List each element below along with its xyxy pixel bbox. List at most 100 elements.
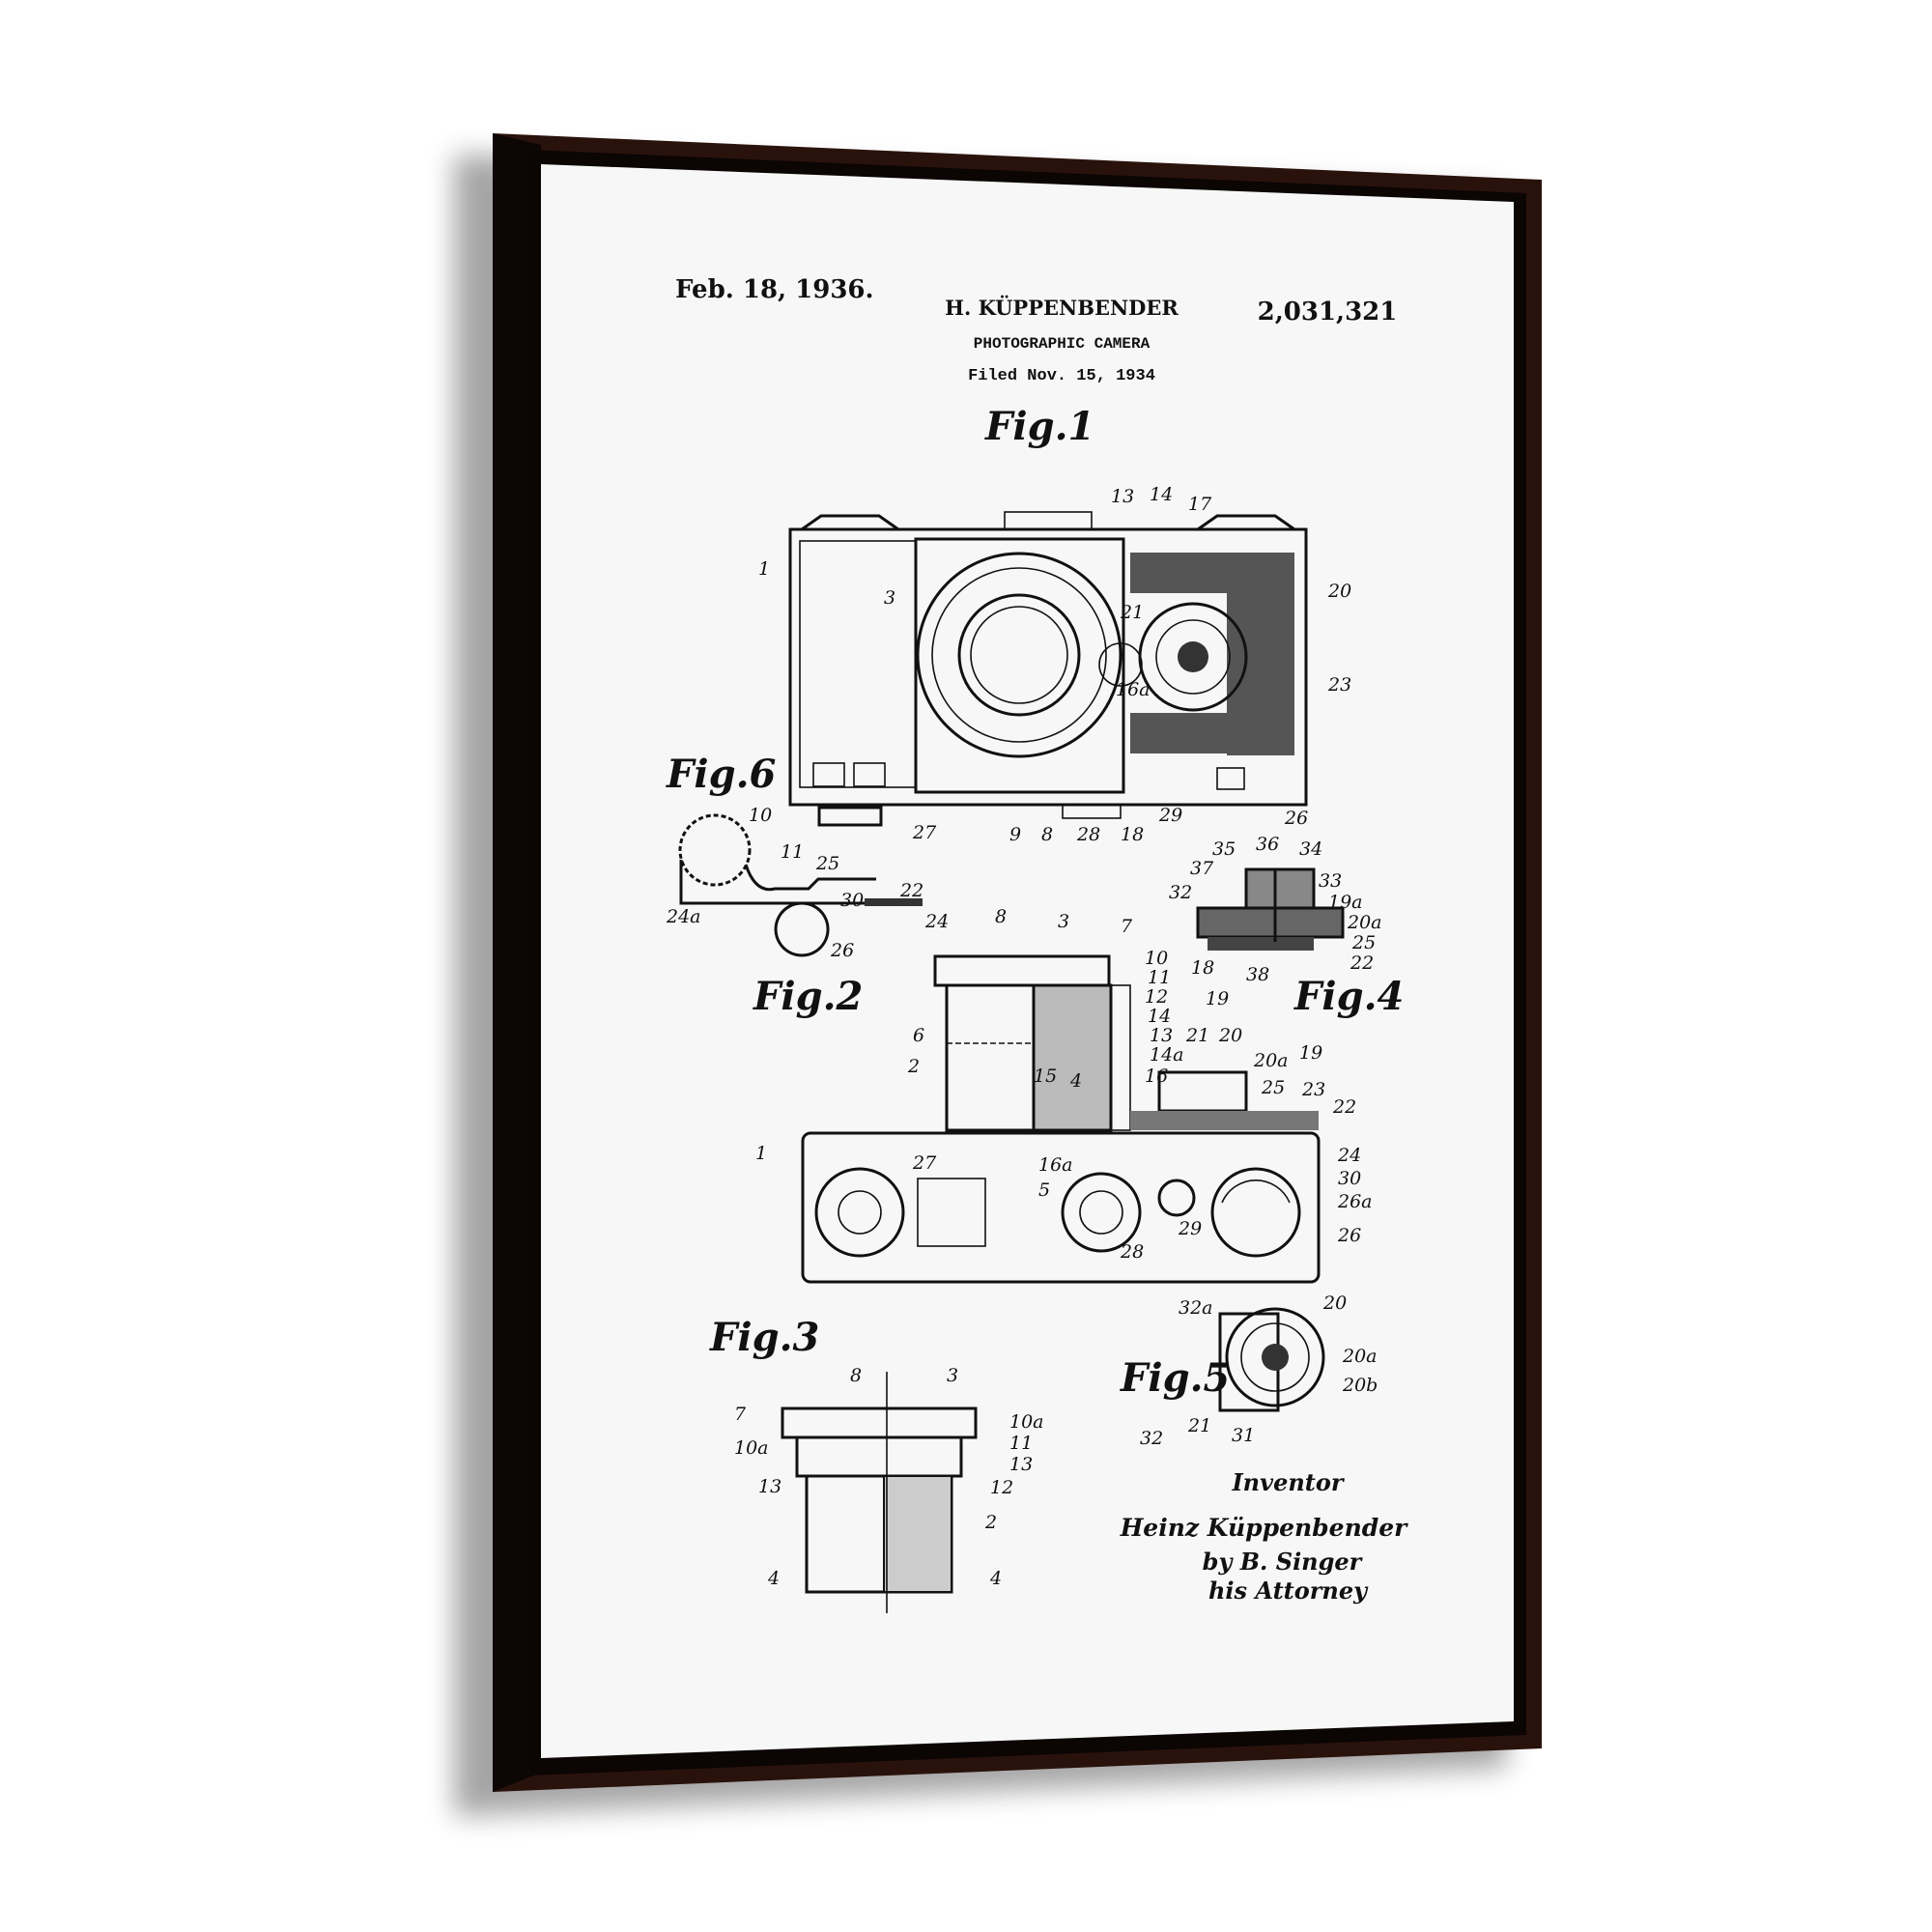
part-number-label: 26 [1284, 808, 1308, 829]
part-number-label: 10 [749, 805, 772, 826]
part-number-label: 2 [984, 1512, 997, 1533]
part-number-label: 36 [1256, 834, 1279, 855]
part-number-label: 30 [1338, 1168, 1361, 1189]
part-number-label: 20 [1218, 1025, 1242, 1046]
part-number-label: 4 [1069, 1070, 1082, 1092]
part-number-label: 10a [1009, 1411, 1044, 1433]
part-number-label: 19 [1206, 988, 1229, 1009]
part-number-label: 8 [850, 1365, 862, 1386]
part-number-label: 27 [912, 822, 937, 843]
part-number-label: 20b [1342, 1375, 1378, 1396]
part-number-label: 16 [1145, 1065, 1168, 1087]
part-number-label: 25 [1351, 932, 1376, 953]
part-number-label: 31 [1232, 1425, 1255, 1446]
part-number-label: 13 [1150, 1025, 1173, 1046]
part-number-label: 3 [947, 1365, 958, 1386]
part-number-label: 21 [1120, 602, 1144, 623]
fig1-label: Fig.1 [984, 404, 1094, 449]
part-number-label: 7 [1121, 916, 1133, 937]
part-number-label: 32 [1169, 882, 1192, 903]
part-number-label: 27 [912, 1152, 937, 1174]
inventor-header: H. KÜPPENBENDER [945, 296, 1179, 320]
part-number-label: 33 [1319, 870, 1342, 892]
attorney-signature: by B. Singer [1203, 1548, 1364, 1576]
fig4-section-drawing [1196, 867, 1345, 951]
part-number-label: 35 [1212, 838, 1236, 860]
part-number-label: 11 [1148, 967, 1171, 988]
part-number-label: 38 [1246, 964, 1269, 985]
part-number-label: 25 [1261, 1077, 1285, 1098]
fig6-circuit-drawing [678, 813, 923, 957]
part-number-label: 18 [1191, 957, 1214, 979]
fig3-label: Fig.3 [709, 1315, 819, 1360]
part-number-label: 26a [1337, 1191, 1373, 1212]
part-number-label: 14 [1148, 1006, 1171, 1027]
part-number-label: 7 [734, 1404, 747, 1425]
part-number-label: 8 [1041, 824, 1053, 845]
part-number-label: 22 [899, 880, 923, 901]
frame-side [493, 133, 541, 1792]
part-number-label: 29 [1158, 805, 1182, 826]
part-number-label: 3 [884, 587, 895, 609]
patent-number: 2,031,321 [1258, 298, 1398, 327]
part-number-label: 14 [1150, 484, 1173, 505]
patent-title: PHOTOGRAPHIC CAMERA [974, 335, 1151, 353]
part-number-label: 29 [1178, 1218, 1202, 1239]
part-number-label: 20 [1327, 581, 1351, 602]
part-number-label: 21 [1187, 1415, 1211, 1436]
part-number-label: 24 [924, 911, 949, 932]
part-number-label: 19 [1299, 1042, 1322, 1064]
fig5-rangefinder-drawing [1218, 1307, 1325, 1412]
part-number-label: 37 [1190, 858, 1214, 879]
fig2-camera-top-drawing [801, 954, 1321, 1284]
fig2-label: Fig.2 [753, 974, 863, 1019]
part-number-label: 10a [734, 1437, 769, 1459]
part-number-label: 1 [755, 1143, 767, 1164]
part-number-label: 20 [1322, 1293, 1347, 1314]
part-number-label: 24a [666, 906, 701, 927]
part-number-label: 23 [1327, 674, 1351, 696]
fig5-label: Fig.5 [1120, 1355, 1230, 1401]
part-number-label: 12 [990, 1477, 1013, 1498]
fig6-label: Fig.6 [666, 752, 776, 797]
part-number-label: 20a [1342, 1346, 1378, 1367]
part-number-label: 28 [1076, 824, 1100, 845]
part-number-label: 25 [815, 853, 839, 874]
part-number-label: 34 [1299, 838, 1322, 860]
attorney-role: his Attorney [1208, 1577, 1369, 1605]
part-number-label: 17 [1188, 494, 1212, 515]
inventor-signature: Heinz Küppenbender [1120, 1514, 1408, 1542]
part-number-label: 11 [1009, 1433, 1033, 1454]
part-number-label: 18 [1121, 824, 1144, 845]
part-number-label: 1 [758, 558, 770, 580]
part-number-label: 20a [1347, 912, 1382, 933]
part-number-label: 2 [907, 1056, 920, 1077]
part-number-label: 23 [1301, 1079, 1325, 1100]
part-number-label: 16a [1038, 1154, 1073, 1176]
part-number-label: 8 [995, 906, 1007, 927]
part-number-label: 19a [1328, 892, 1363, 913]
part-number-label: 21 [1185, 1025, 1209, 1046]
part-number-label: 13 [1009, 1454, 1033, 1475]
part-number-label: 13 [758, 1476, 781, 1497]
part-number-label: 20a [1253, 1050, 1289, 1071]
inventor-role: Inventor [1231, 1468, 1345, 1496]
part-number-label: 16a [1116, 679, 1151, 700]
filed-date: Filed Nov. 15, 1934 [968, 367, 1155, 385]
part-number-label: 26 [1337, 1225, 1361, 1246]
part-number-label: 4 [767, 1568, 780, 1589]
part-number-label: 32 [1140, 1428, 1163, 1449]
part-number-label: 13 [1111, 486, 1134, 507]
part-number-label: 12 [1145, 986, 1168, 1008]
part-number-label: 15 [1034, 1065, 1057, 1087]
part-number-label: 14a [1150, 1044, 1184, 1065]
part-number-label: 22 [1350, 952, 1374, 974]
fig3-lens-section-drawing [781, 1372, 978, 1613]
part-number-label: 5 [1038, 1179, 1050, 1201]
